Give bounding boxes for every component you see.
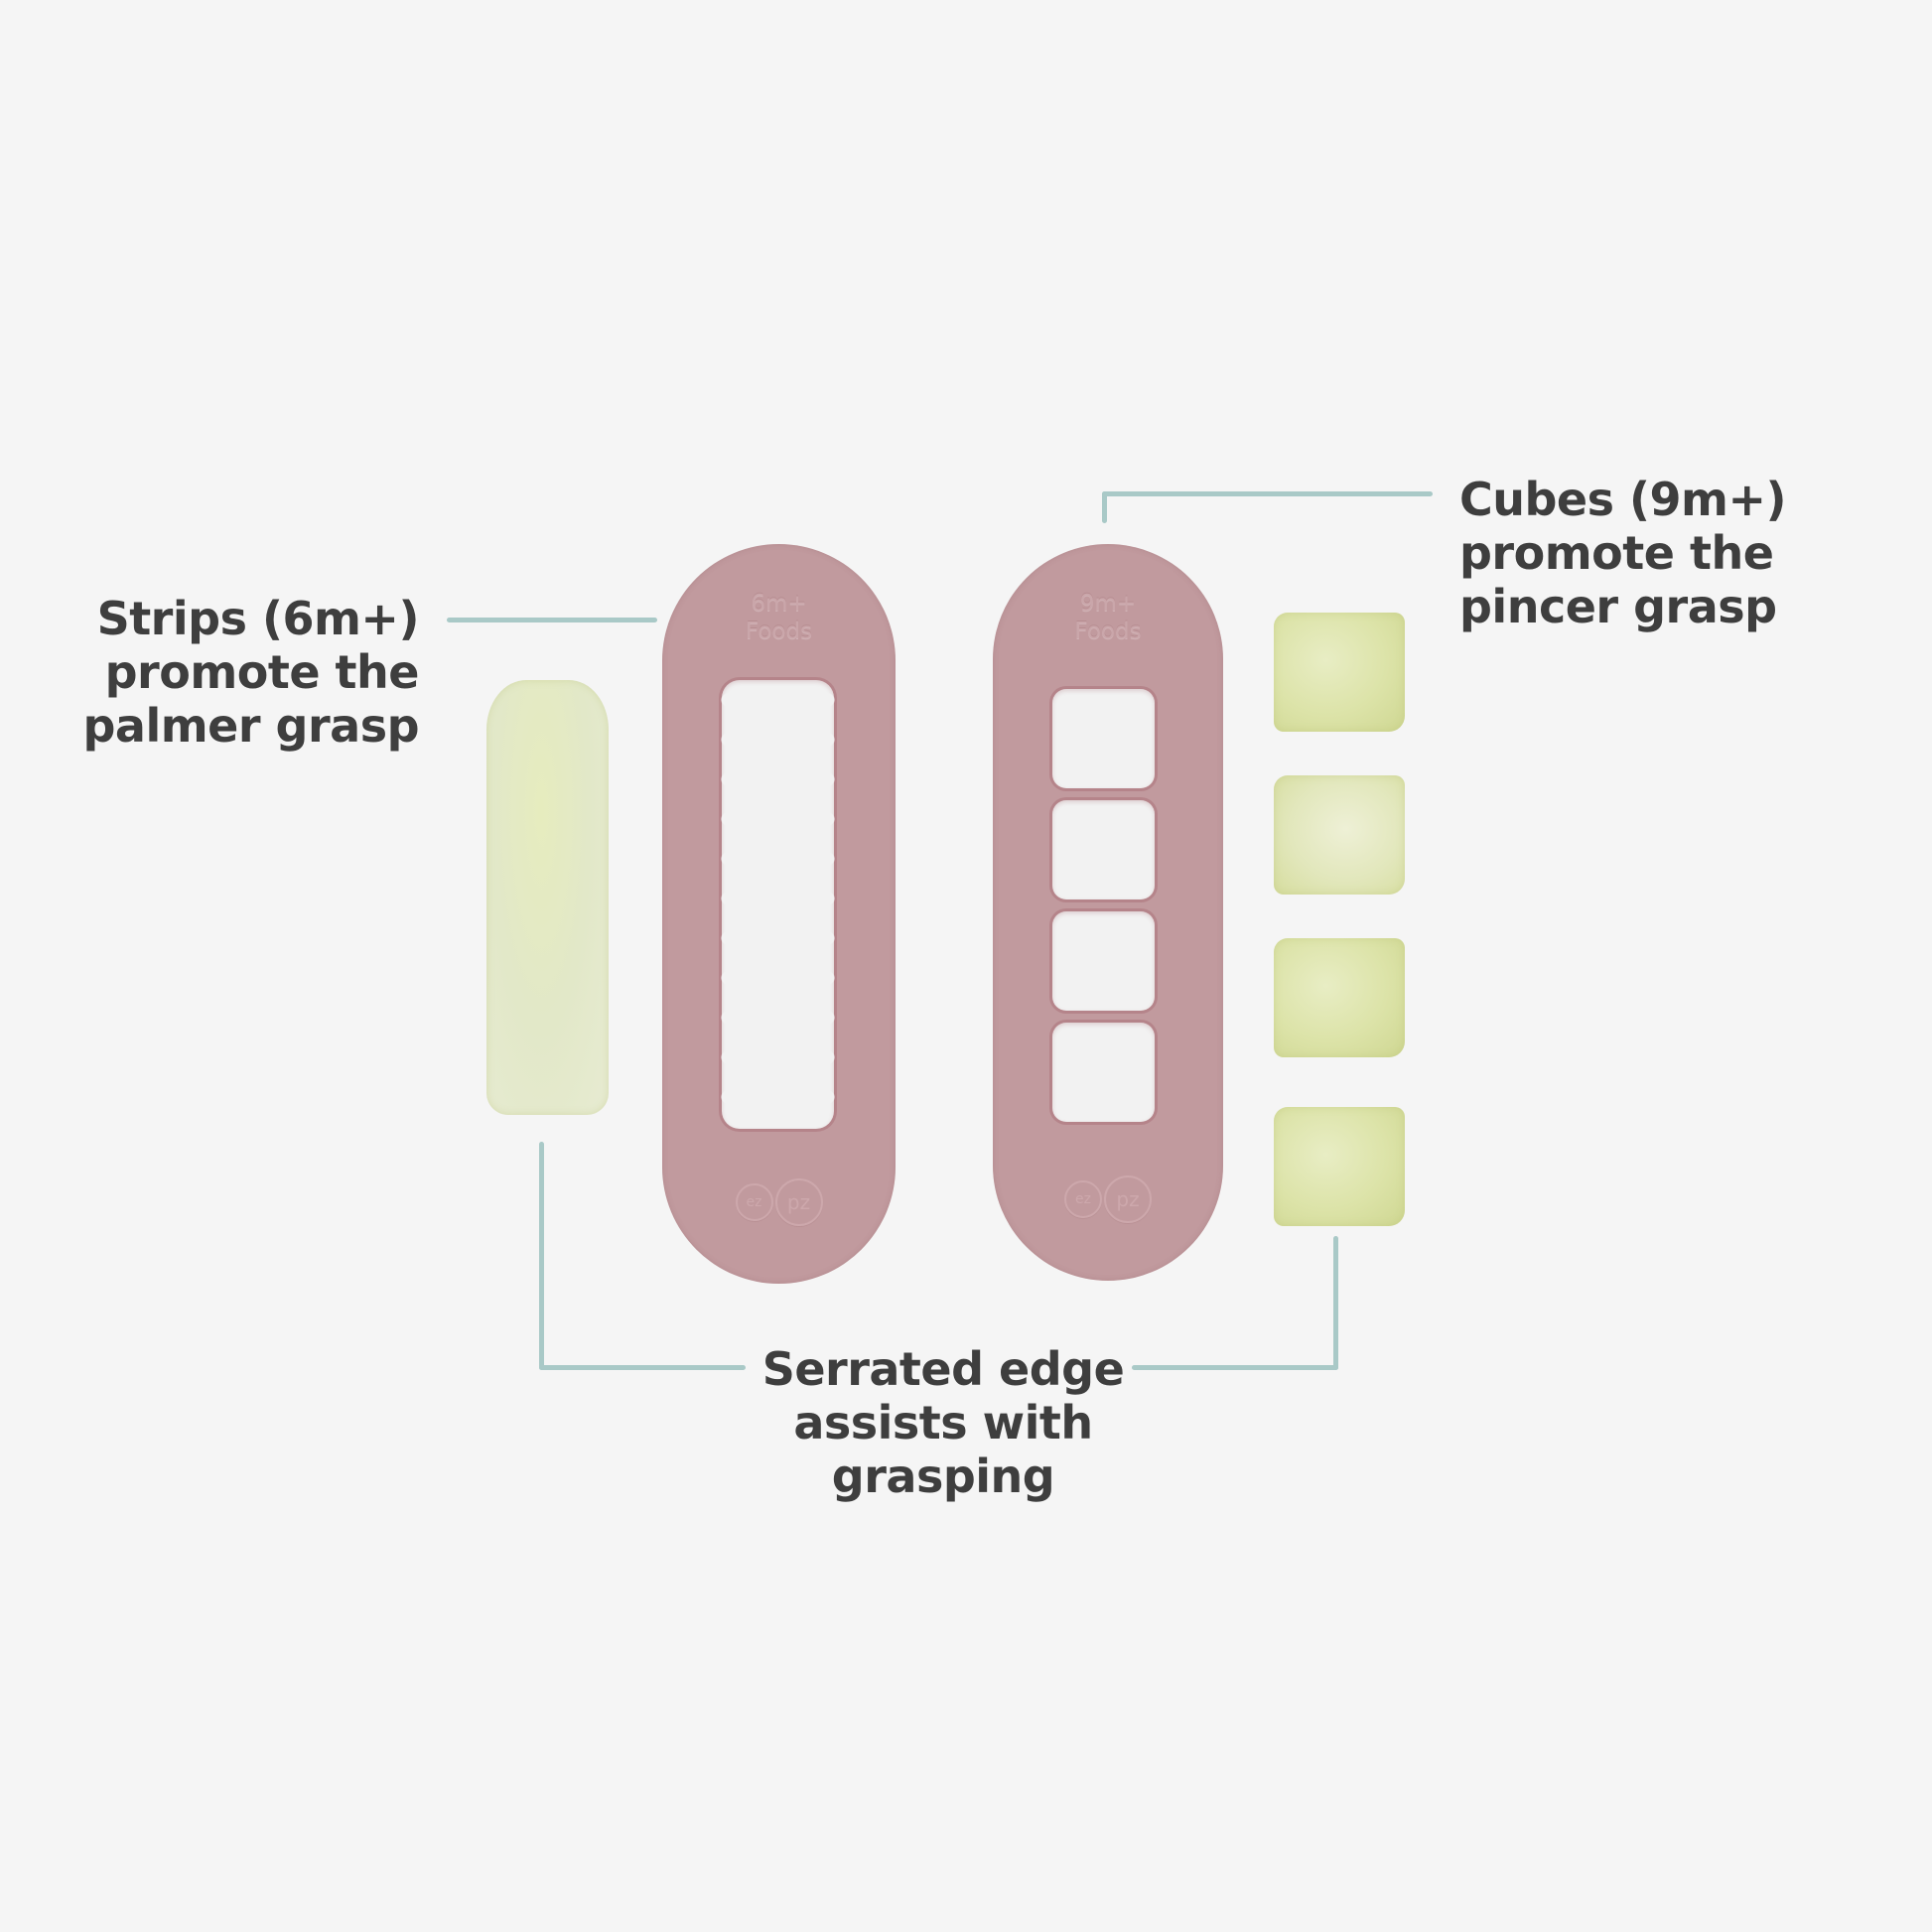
serrated-connector-left-vertical [539,1142,544,1370]
food-cube-1 [1274,613,1405,732]
serrated-edge-right [828,680,840,1129]
logo-smiley-ez: ez [735,1183,773,1221]
logo-smiley-pz: pz [1104,1175,1152,1223]
ezpz-logo-icon: ez pz [1064,1175,1152,1223]
strips-label-line-3: palmer grasp [82,699,419,753]
strips-label-line-2: promote the [104,645,420,699]
food-strip [486,680,609,1115]
cube-opening-4 [1052,1023,1155,1122]
cube-opening-1 [1052,689,1155,788]
cubes-connector-horizontal [1102,491,1433,496]
logo-smiley-pz: pz [774,1178,823,1226]
food-cube-4 [1274,1107,1405,1226]
cube-cutter-age: 9m+ [1079,591,1137,617]
serrated-label-line-2: assists with [793,1396,1093,1449]
strip-cutter-emboss: 6m+ Foods [662,590,896,645]
serrated-edge-label: Serrated edge assists with grasping [745,1342,1142,1503]
cubes-label-line-3: pincer grasp [1459,580,1777,633]
strips-label: Strips (6m+) promote the palmer grasp [82,592,419,753]
serrated-edge-left [716,680,728,1129]
cubes-label-line-2: promote the [1459,526,1774,580]
cube-cutter-foods: Foods [1074,619,1142,644]
strips-label-line-1: Strips (6m+) [96,592,420,645]
logo-smiley-ez: ez [1064,1180,1102,1218]
cube-cutter: 9m+ Foods ez pz [993,544,1223,1281]
cubes-label: Cubes (9m+) promote the pincer grasp [1459,473,1787,633]
food-cube-2 [1274,775,1405,895]
strips-connector-line [447,618,657,622]
strip-opening [716,680,840,1129]
cubes-label-line-1: Cubes (9m+) [1459,473,1787,526]
cube-opening-3 [1052,911,1155,1011]
food-cube-3 [1274,938,1405,1057]
serrated-connector-left-horizontal [539,1365,746,1370]
cubes-connector-vertical [1102,491,1107,523]
strip-cutter-age: 6m+ [751,591,807,617]
serrated-connector-right-vertical [1333,1236,1338,1370]
serrated-connector-right-horizontal [1132,1365,1338,1370]
cube-opening-2 [1052,800,1155,899]
serrated-label-line-3: grasping [831,1449,1055,1503]
strip-cutter: 6m+ Foods ez pz [662,544,896,1284]
ezpz-logo-icon: ez pz [735,1178,823,1226]
serrated-label-line-1: Serrated edge [761,1342,1125,1396]
cube-cutter-emboss: 9m+ Foods [993,590,1223,645]
strip-cutter-foods: Foods [745,619,813,644]
